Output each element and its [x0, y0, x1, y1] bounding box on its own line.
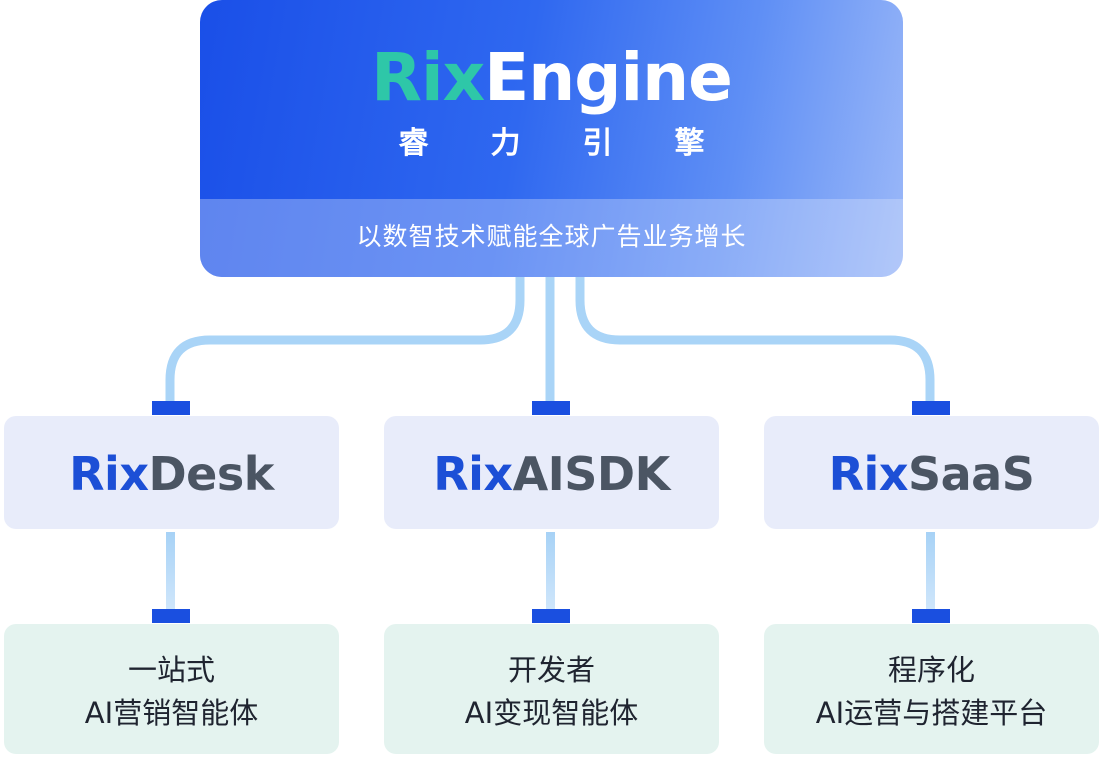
root-subtitle: 睿力引擎 [398, 126, 767, 161]
feature-line-2: AI变现智能体 [464, 696, 639, 730]
feature-line-1: 开发者 [507, 653, 595, 687]
feature-line-1: 一站式 [127, 653, 215, 687]
rixengine-logo: RixEngine [371, 39, 733, 116]
connector-pad [532, 609, 570, 623]
product-card-rixaisdk: RixAISDK [384, 416, 719, 529]
product-logo: RixAISDK [433, 447, 670, 501]
feature-line-1: 程序化 [887, 653, 975, 687]
root-slogan: 以数智技术赋能全球广告业务增长 [356, 222, 747, 251]
connector-pad [912, 401, 950, 415]
product-logo: RixDesk [69, 447, 274, 501]
connector-pad [532, 401, 570, 415]
feature-line-2: AI营销智能体 [84, 696, 259, 730]
connector-left [165, 272, 525, 407]
slogan-bar: 以数智技术赋能全球广告业务增长 [200, 199, 903, 277]
feature-card-rixaisdk: 开发者 AI变现智能体 [384, 624, 719, 754]
connector-pad [152, 609, 190, 623]
feature-line-2: AI运营与搭建平台 [815, 696, 1048, 730]
product-card-rixdesk: RixDesk [4, 416, 339, 529]
connector-bottom-right [926, 532, 935, 610]
rixengine-root-card: RixEngine 睿力引擎 以数智技术赋能全球广告业务增长 [200, 0, 903, 277]
connector-pad [912, 609, 950, 623]
connector-right [575, 272, 935, 407]
product-card-rixsaas: RixSaaS [764, 416, 1099, 529]
connector-bottom-left [166, 532, 175, 610]
feature-card-rixsaas: 程序化 AI运营与搭建平台 [764, 624, 1099, 754]
connector-pad [152, 401, 190, 415]
connector-bottom-middle [546, 532, 555, 610]
product-logo: RixSaaS [828, 447, 1035, 501]
feature-card-rixdesk: 一站式 AI营销智能体 [4, 624, 339, 754]
